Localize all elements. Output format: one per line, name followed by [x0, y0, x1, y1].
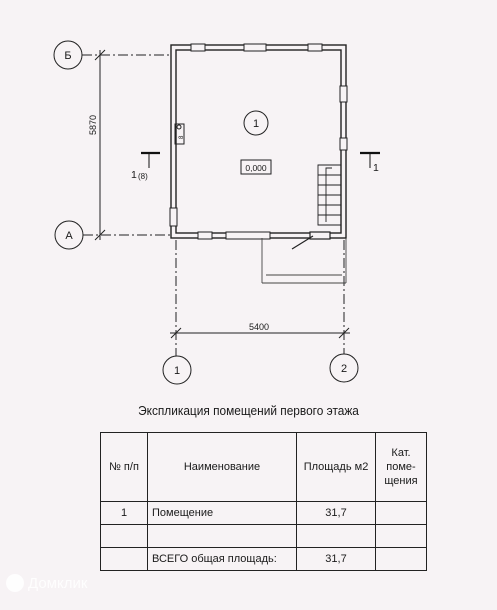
header-name: Наименование — [147, 432, 297, 502]
axis-1-label: 1 — [174, 365, 180, 377]
section-right-label: 1 — [373, 162, 379, 174]
header-num: № п/п — [100, 432, 148, 502]
stove — [174, 123, 185, 145]
walls — [170, 44, 347, 239]
windows — [169, 43, 348, 240]
row-name: Помещение — [147, 501, 297, 525]
row-area: 31,7 — [296, 501, 376, 525]
axis-1-bubble — [162, 355, 192, 385]
section-left-label: 1 — [131, 169, 137, 181]
entrance-door — [291, 231, 331, 250]
room-schedule-table: № п/п Наименование Площадь м2 Кат. поме-… — [100, 432, 427, 571]
header-area: Площадь м2 — [296, 432, 376, 502]
header-category: Кат. поме- щения — [375, 432, 427, 502]
row-name — [147, 524, 297, 548]
staircase — [317, 164, 341, 226]
row-name: ВСЕГО общая площадь: — [147, 547, 297, 571]
porch — [261, 238, 347, 284]
level-mark-box — [240, 159, 272, 175]
table-header-row: № п/п Наименование Площадь м2 Кат. поме-… — [100, 432, 427, 502]
axis-2-bubble — [329, 353, 359, 383]
domclick-logo-icon — [6, 574, 24, 592]
row-category — [375, 501, 427, 525]
row-category — [375, 524, 427, 548]
level-mark: 0,000 — [245, 163, 267, 173]
stove-mark: 8 — [179, 135, 185, 139]
axis-b-label: Б — [64, 50, 71, 62]
row-num — [100, 524, 148, 548]
row-area — [296, 524, 376, 548]
dimension-vertical-text: 5870 — [88, 115, 98, 135]
row-num — [100, 547, 148, 571]
room-number-marker — [243, 110, 269, 136]
axis-2-label: 2 — [341, 363, 347, 375]
watermark-text: Домклик — [28, 574, 88, 592]
row-category — [375, 547, 427, 571]
section-left-sheet: (8) — [138, 172, 148, 181]
axis-a-label: А — [65, 230, 73, 242]
watermark: Домклик — [6, 574, 87, 592]
row-area: 31,7 — [296, 547, 376, 571]
floor-plan-drawing: 8 1 0,000 1 (8) 1 Б А 1 2 5870 5400 — [53, 40, 380, 385]
table-row — [100, 524, 427, 548]
room-number: 1 — [253, 118, 259, 130]
table-row: 1 Помещение 31,7 — [100, 501, 427, 525]
table-total-row: ВСЕГО общая площадь: 31,7 — [100, 547, 427, 571]
table-caption: Экспликация помещений первого этажа — [138, 404, 359, 418]
dimension-horizontal-text: 5400 — [249, 322, 269, 332]
row-num: 1 — [100, 501, 148, 525]
